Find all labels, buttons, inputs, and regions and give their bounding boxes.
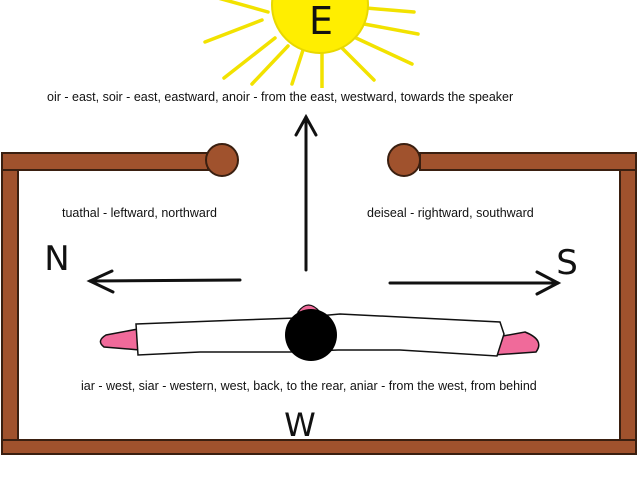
head bbox=[285, 309, 337, 361]
arrow-up-icon bbox=[294, 113, 318, 272]
south-letter: S bbox=[556, 243, 578, 283]
right-foot bbox=[491, 331, 540, 356]
headboard-right-post bbox=[619, 152, 637, 446]
south-label: deiseal - rightward, southward bbox=[367, 204, 534, 222]
east-label: oir - east, soir - east, eastward, anoir… bbox=[44, 88, 517, 106]
lying-person-icon bbox=[99, 304, 540, 361]
east-letter: E bbox=[309, 0, 333, 43]
headboard-left-rail bbox=[1, 152, 209, 171]
headboard-left-post bbox=[1, 152, 19, 446]
headboard-right-rail bbox=[419, 152, 637, 171]
west-letter: W bbox=[284, 406, 316, 444]
frame-knob-icon bbox=[387, 143, 421, 177]
north-letter: N bbox=[44, 239, 69, 279]
left-hand bbox=[99, 328, 141, 351]
bed-frame bbox=[1, 143, 637, 455]
arrow-right-icon bbox=[388, 270, 562, 296]
frame-knob-icon bbox=[205, 143, 239, 177]
footboard bbox=[1, 439, 637, 455]
arrow-left-icon bbox=[86, 269, 242, 294]
north-label: tuathal - leftward, northward bbox=[62, 204, 217, 222]
west-label: iar - west, siar - western, west, back, … bbox=[75, 377, 543, 395]
sun-icon bbox=[203, 0, 420, 90]
